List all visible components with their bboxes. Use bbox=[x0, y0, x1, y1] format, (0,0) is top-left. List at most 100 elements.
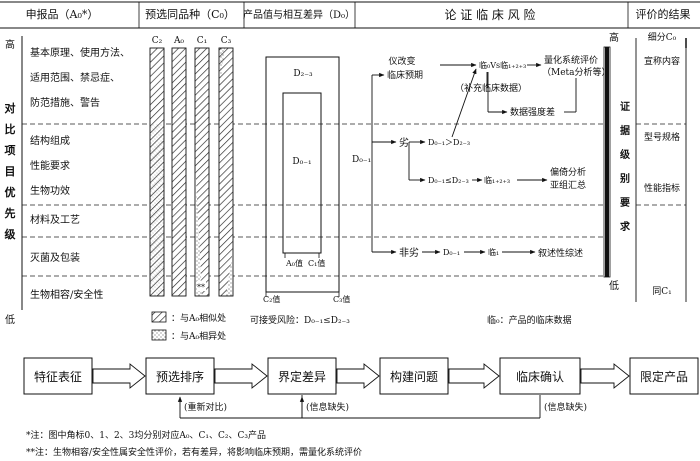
axis-vertical-char: 先 bbox=[5, 206, 16, 220]
note-1: *注：图中角标0、1、2、3均分别对应A₀、C₁、C₂、C₃产品 bbox=[26, 429, 266, 441]
block-arrow bbox=[448, 363, 500, 389]
acceptable-risk-label: 可接受风险：D₀₋₁≤D₂₋₃ bbox=[250, 314, 350, 326]
results-column: 细分C₀ 宣称内容 型号规格 性能指标 同C₁ bbox=[635, 31, 687, 302]
step-define-difference: 界定差异 bbox=[278, 369, 326, 384]
result-bottom: 同C₁ bbox=[652, 286, 672, 297]
result-performance: 性能指标 bbox=[644, 182, 680, 194]
evidence-axis: 高 低 证 据 级 别 要 求 bbox=[603, 31, 631, 292]
pattern-legend: ：与A₀相似处 ：与A₀相异处 bbox=[151, 311, 226, 342]
flow-meta-2: （Meta分析等） bbox=[542, 66, 611, 78]
column-a0 bbox=[171, 47, 187, 297]
item-performance: 性能要求 bbox=[30, 159, 70, 172]
col-label-c1: C₁ bbox=[197, 36, 208, 46]
evidence-label-char: 证 bbox=[620, 101, 630, 113]
result-top: 细分C₀ bbox=[648, 31, 677, 43]
flow-bias-2: 亚组汇总 bbox=[550, 179, 586, 191]
row-separators bbox=[22, 123, 605, 277]
flow-compare: 临₀Vs临₁₊₂₊₃ bbox=[479, 60, 526, 70]
col-label-c3: C₃ bbox=[221, 36, 232, 46]
flow-d01-noninf: D₀₋₁ bbox=[443, 248, 460, 257]
axis-vertical-char: 级 bbox=[4, 227, 17, 241]
flow-predict-1: 仪改变 bbox=[388, 55, 415, 67]
step-characterize: 特征表征 bbox=[34, 369, 82, 384]
header-col5: 评价的结果 bbox=[636, 7, 691, 21]
block-arrow bbox=[214, 363, 268, 389]
axis-vertical-char: 对 bbox=[5, 101, 16, 115]
flow-gt: D₀₋₁＞D₂₋₃ bbox=[428, 138, 470, 147]
item-list: 基本原理、使用方法、 适用范围、禁忌症、 防范措施、警告 结构组成 性能要求 生… bbox=[30, 46, 130, 301]
block-arrow bbox=[580, 363, 630, 389]
evidence-label-char: 求 bbox=[620, 220, 631, 233]
feedback-recompare: (重新对比) bbox=[184, 401, 227, 413]
axis-vertical-char: 优 bbox=[5, 185, 16, 199]
c3-value-label: C₃值 bbox=[333, 294, 350, 304]
d-value-panel: D₂₋₃ D₀₋₁ A₀值 C₁值 C₂值 C₃值 可接受风险：D₀₋₁≤D₂₋… bbox=[250, 56, 350, 326]
item-structure: 结构组成 bbox=[30, 134, 70, 147]
item-sterilization: 灭菌及包装 bbox=[30, 251, 80, 264]
step-limit-product: 限定产品 bbox=[640, 369, 688, 384]
column-c2 bbox=[149, 47, 165, 297]
evidence-label-char: 级 bbox=[619, 148, 631, 161]
evidence-low-label: 低 bbox=[609, 279, 619, 292]
item-bio-effect: 生物功效 bbox=[30, 184, 70, 197]
step-clinical-confirm: 临床确认 bbox=[516, 370, 564, 384]
flow-le: D₀₋₁≤D₂₋₃ bbox=[428, 176, 469, 185]
item-principle: 基本原理、使用方法、 bbox=[30, 46, 130, 59]
result-claims: 宣称内容 bbox=[644, 55, 680, 67]
result-models: 型号规格 bbox=[644, 131, 680, 143]
evidence-label-char: 别 bbox=[619, 172, 630, 185]
comparison-columns: C₂ A₀ C₁ C₃ ** bbox=[149, 36, 234, 297]
flow-non-inferior: 非劣 bbox=[399, 246, 419, 259]
d01-label: D₀₋₁ bbox=[292, 157, 311, 167]
flow-strength: 数据强度差 bbox=[510, 106, 555, 118]
flow-d01-root: D₀₋₁ bbox=[352, 155, 371, 165]
feedback-missing-info-2: (信息缺失) bbox=[544, 401, 587, 413]
clinical-risk-flow: D₀₋₁ 仪改变 临床预期 临₀Vs临₁₊₂₊₃ 量化系统评价 （Meta分析等… bbox=[352, 54, 611, 326]
col-label-c2: C₂ bbox=[152, 36, 163, 46]
flow-meta-1: 量化系统评价 bbox=[544, 54, 598, 66]
evidence-label-char: 要 bbox=[620, 197, 630, 209]
axis-high-label: 高 bbox=[5, 38, 15, 51]
column-c1: ** bbox=[194, 47, 210, 297]
axis-low-label: 低 bbox=[5, 313, 15, 326]
d23-label: D₂₋₃ bbox=[293, 69, 313, 79]
c1-value-label: C₁值 bbox=[308, 258, 325, 268]
evidence-label-char: 据 bbox=[620, 124, 630, 137]
footnotes: *注：图中角标0、1、2、3均分别对应A₀、C₁、C₂、C₃产品 **注：生物相… bbox=[26, 429, 362, 458]
priority-axis: 高 低 对 比 项 目 优 先 级 bbox=[4, 36, 23, 326]
block-arrow bbox=[336, 363, 380, 389]
col-label-a0: A₀ bbox=[173, 36, 184, 46]
item-warning: 防范措施、警告 bbox=[30, 96, 100, 109]
flow-inferior: 劣 bbox=[399, 136, 409, 149]
header-col4: 论 证 临 床 风 险 bbox=[444, 7, 535, 22]
legend-hatch-swatch bbox=[151, 311, 167, 323]
flow-supplement: （补充临床数据） bbox=[455, 82, 527, 94]
block-arrow bbox=[92, 363, 146, 389]
header-col1: 申报品（A₀*） bbox=[26, 7, 99, 21]
double-asterisk-mark: ** bbox=[197, 283, 205, 292]
item-scope: 适用范围、禁忌症、 bbox=[30, 71, 120, 84]
column-c3 bbox=[218, 47, 234, 297]
process-flow: 特征表征 预选排序 界定差异 构建问题 临床确认 限定产品 (重新对比) ( bbox=[23, 357, 699, 419]
note-2: **注：生物相容/安全性属安全性评价，若有差异，将影响临床预期，需量化系统评价 bbox=[26, 446, 362, 458]
flow-footnote: 临₀：产品的临床数据 bbox=[487, 314, 572, 326]
item-material: 材料及工艺 bbox=[30, 213, 80, 226]
flow-c123: 临₁₊₂₊₃ bbox=[484, 175, 510, 185]
flow-c1: 临₁ bbox=[488, 247, 499, 257]
evidence-high-label: 高 bbox=[609, 31, 619, 44]
header-row: 申报品（A₀*） 预选同品种（C₀） 产品值与相互差异（D₀） 论 证 临 床 … bbox=[0, 1, 700, 29]
item-biocompat: 生物相容/安全性 bbox=[30, 288, 103, 301]
axis-vertical-char: 项 bbox=[5, 144, 16, 157]
legend-different: ：与A₀相异处 bbox=[171, 330, 226, 342]
a0-value-label: A₀值 bbox=[285, 258, 303, 268]
flow-predict-2: 临床预期 bbox=[387, 69, 423, 81]
header-col2: 预选同品种（C₀） bbox=[145, 7, 235, 21]
step-preselect: 预选排序 bbox=[156, 369, 204, 384]
flow-bias-1: 偏倚分析 bbox=[550, 166, 586, 178]
axis-vertical-char: 比 bbox=[5, 122, 16, 136]
axis-vertical-char: 目 bbox=[5, 165, 16, 178]
flow-narrative: 叙述性综述 bbox=[538, 247, 583, 259]
legend-similar: ：与A₀相似处 bbox=[171, 312, 226, 324]
legend-dot-swatch bbox=[151, 329, 167, 341]
